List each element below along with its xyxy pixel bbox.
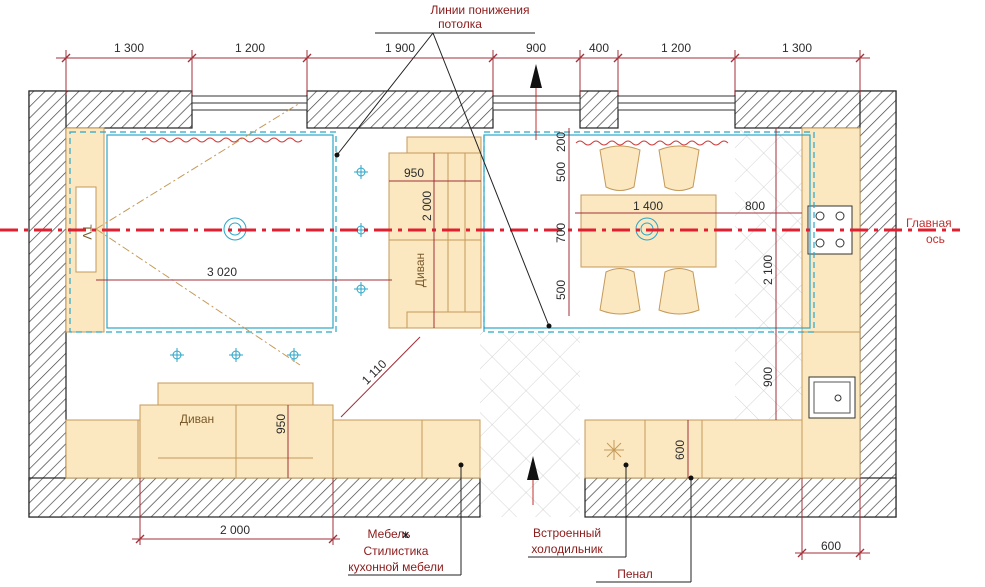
sofa-right — [388, 136, 482, 329]
tv-view-cone — [95, 102, 301, 366]
dim-sofa-length: 2 000 — [420, 191, 434, 221]
dim-bottom-right: 600 — [821, 539, 841, 553]
dim-dining-900: 900 — [761, 367, 775, 387]
callout-leaders — [336, 32, 692, 583]
kitchen-tiles — [735, 130, 802, 420]
hall-tiles — [480, 332, 580, 517]
cross-marker-icon: ✕ — [401, 530, 410, 542]
dim-top-1: 1 300 — [114, 41, 144, 55]
dim-to-wall: 800 — [745, 199, 765, 213]
dim-dining-500b: 500 — [554, 280, 568, 300]
walls — [28, 90, 897, 518]
dining-chairs — [599, 145, 700, 315]
burner-symbol-icon — [604, 440, 624, 460]
dim-dining-2100: 2 100 — [761, 255, 775, 285]
dim-table-width: 1 400 — [633, 199, 663, 213]
dim-top-6: 1 200 — [661, 41, 691, 55]
dim-room-width: 3 020 — [207, 265, 237, 279]
dim-top-3: 1 900 — [385, 41, 415, 55]
sofa-bottom-label: Диван — [180, 412, 214, 426]
curtain-left — [141, 137, 303, 143]
fridge-label-2: холодильник — [531, 542, 603, 556]
dim-dining-700: 700 — [554, 223, 568, 243]
curtain-right — [575, 140, 729, 146]
pantry-label: Пенал — [617, 567, 653, 581]
dim-top-2: 1 200 — [235, 41, 265, 55]
main-axis-label-1: Главная — [906, 216, 952, 230]
dim-top-5: 400 — [589, 41, 609, 55]
dim-top-7: 1 300 — [782, 41, 812, 55]
dim-sofa-depth: 950 — [404, 166, 424, 180]
dim-top-4: 900 — [526, 41, 546, 55]
dim-sofa-bottom-depth: 950 — [274, 414, 288, 434]
sofa-right-label: Диван — [413, 253, 427, 287]
sink-icon — [808, 376, 856, 419]
dim-dining-500a: 500 — [554, 162, 568, 182]
dim-bottom-sofa: 2 000 — [220, 523, 250, 537]
entrance-arrow-bottom-icon — [527, 456, 539, 505]
furniture-label-2: Стилистика — [364, 544, 429, 558]
furniture-label-3: кухонной мебели — [348, 560, 443, 574]
sofa-bottom — [139, 382, 334, 479]
entrance-arrow-top-icon — [530, 64, 542, 140]
dimension-ticks — [61, 53, 865, 558]
dim-pantry-depth: 600 — [673, 440, 687, 460]
ceiling-lines-label-1: Линии понижения — [431, 3, 530, 17]
ceiling-lines-label-2: потолка — [438, 17, 482, 31]
furniture-label-1: Мебель — [368, 527, 411, 541]
main-axis-label-2: ось — [926, 232, 945, 246]
callout-dots — [334, 152, 694, 481]
fridge-label-1: Встроенный — [533, 526, 601, 540]
tv-label: TV — [80, 224, 94, 239]
dim-dining-200: 200 — [554, 132, 568, 152]
